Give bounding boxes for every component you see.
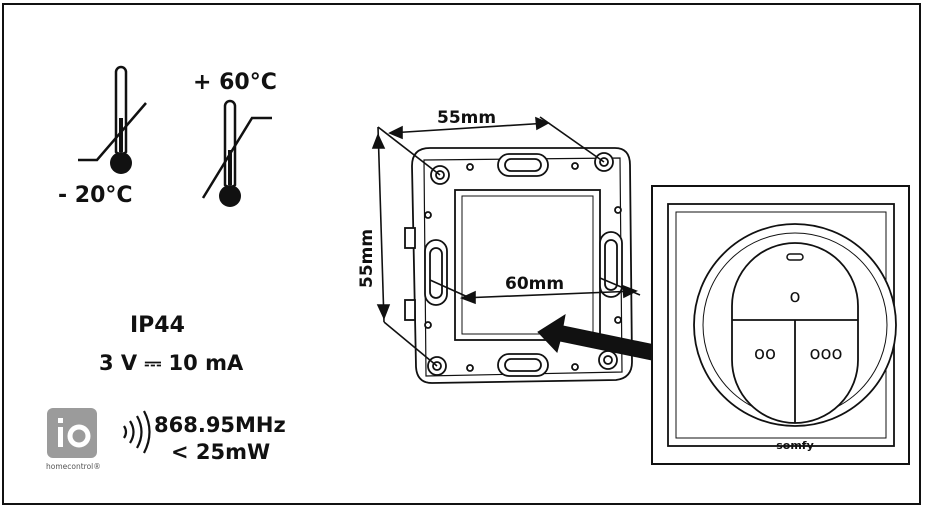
radio-wave-icon	[123, 410, 151, 454]
height-dimension-label: 55mm	[357, 228, 377, 288]
mounting-frame	[404, 147, 633, 384]
switch-cover-plate	[651, 185, 910, 465]
ip-rating-label: IP44	[130, 313, 185, 338]
transmit-power-label: < 25mW	[171, 440, 271, 464]
diagram-frame	[2, 3, 921, 505]
frequency-label: 868.95MHz	[154, 413, 286, 437]
temperature-min-label: - 20°C	[58, 183, 133, 208]
thermometer-max-icon	[201, 99, 272, 207]
temperature-max-label: + 60°C	[193, 70, 277, 95]
somfy-logo: somfy	[776, 439, 814, 452]
power-supply-label: 3 V ⎓ 10 mA	[99, 351, 244, 375]
io-homecontrol-caption: homecontrol®	[46, 462, 101, 471]
bottom-right-button-label: ooo	[809, 343, 842, 364]
dimension-lines	[371, 116, 641, 367]
inner-dimension-label: 60mm	[505, 274, 565, 294]
io-homecontrol-logo	[47, 408, 97, 458]
top-button-label: o	[789, 286, 800, 307]
width-dimension-label: 55mm	[437, 108, 497, 128]
thermometer-min-icon	[78, 65, 147, 174]
bottom-left-button-label: oo	[754, 343, 776, 364]
